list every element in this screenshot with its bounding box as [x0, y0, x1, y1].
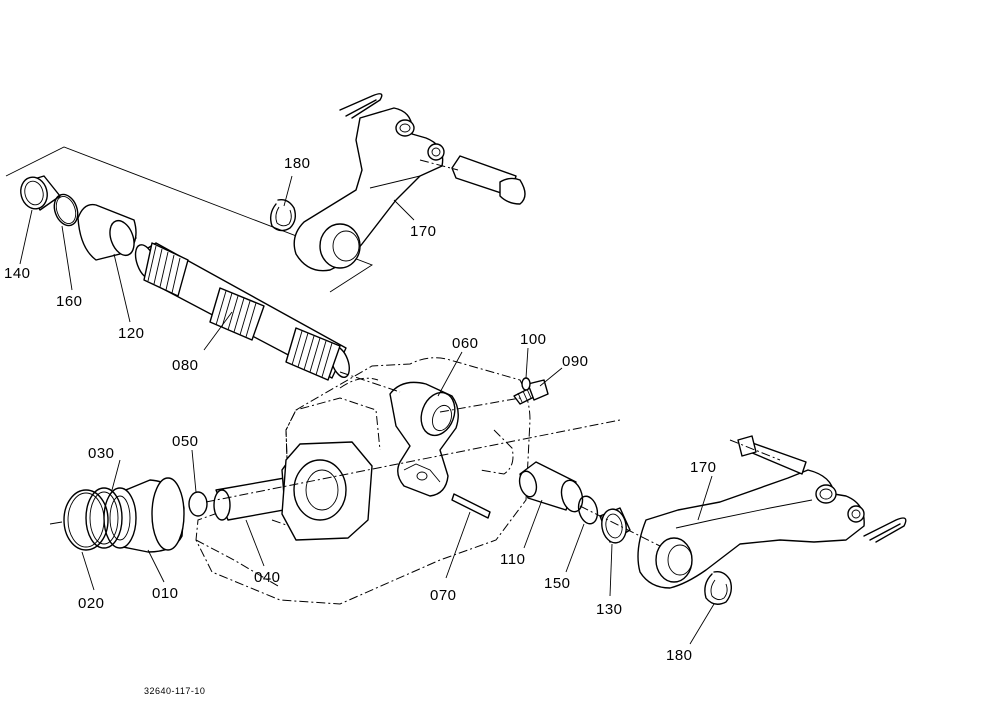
callout-040: 040: [254, 569, 281, 586]
part-170-lift-arm-lower: [637, 469, 865, 589]
part-120-sleeve: [77, 203, 137, 261]
part-010-cylinder: [103, 477, 185, 553]
callout-180-upper: 180: [284, 155, 311, 172]
callout-labels: 180 170 140 160 120 080 060 100 090 030 …: [4, 155, 717, 664]
callout-180-lower: 180: [666, 647, 693, 664]
assembly-axis-lines: [205, 159, 781, 547]
part-020-ring: [49, 489, 109, 551]
callout-110: 110: [500, 551, 525, 568]
part-070-pin: [451, 493, 491, 519]
callout-100: 100: [520, 331, 547, 348]
callout-140: 140: [4, 265, 31, 282]
part-090-bolt: [513, 379, 549, 405]
callout-150: 150: [544, 575, 571, 592]
part-130-bushing: [599, 507, 631, 544]
part-160-o-ring: [53, 193, 79, 227]
part-140-bushing: [20, 175, 61, 211]
pin-upper: [451, 155, 526, 205]
callout-170-lower: 170: [690, 459, 717, 476]
callout-170-upper: 170: [410, 223, 437, 240]
cotter-pin-upper: [339, 93, 383, 119]
leader-lines: [19, 175, 715, 645]
callout-050: 050: [172, 433, 199, 450]
callout-080: 080: [172, 357, 199, 374]
part-180-circlip-lower: [704, 570, 733, 605]
part-150-o-ring: [577, 495, 599, 525]
part-080-splined-shaft: [134, 242, 350, 381]
callout-070: 070: [430, 587, 457, 604]
upper-assembly-frame: [5, 146, 373, 293]
callout-160: 160: [56, 293, 83, 310]
cotter-pin-lower: [863, 517, 907, 543]
callout-020: 020: [78, 595, 105, 612]
part-040-cross-shaft: [213, 441, 373, 541]
part-050-o-ring: [188, 491, 208, 517]
part-060-lever: [389, 381, 459, 497]
callout-010: 010: [152, 585, 179, 602]
part-170-lift-arm-upper: [293, 107, 445, 272]
callout-090: 090: [562, 353, 589, 370]
part-180-circlip-upper: [269, 198, 297, 232]
part-110-bushing: [518, 461, 584, 513]
callout-130: 130: [596, 601, 623, 618]
part-100-washer: [521, 377, 531, 391]
part-030-ring: [85, 487, 123, 549]
pin-lower: [737, 435, 807, 475]
callout-060: 060: [452, 335, 479, 352]
figure-code: 32640-117-10: [144, 686, 205, 696]
callout-120: 120: [118, 325, 145, 342]
callout-030: 030: [88, 445, 115, 462]
